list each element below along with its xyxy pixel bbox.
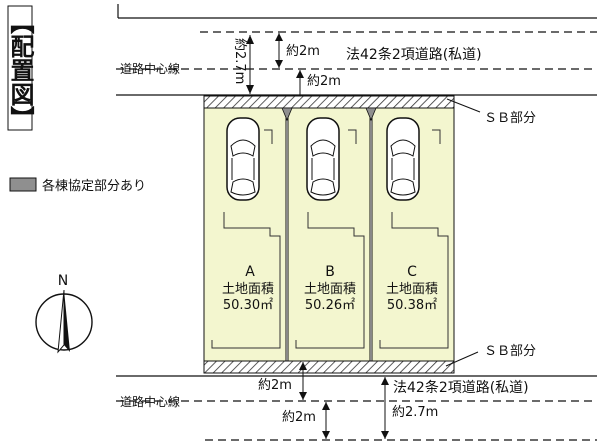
road-top-label: 法42条2項道路(私道): [346, 46, 482, 63]
lot-area: 50.26㎡: [305, 298, 355, 313]
car-icon: [226, 117, 260, 201]
car-icon: [386, 117, 420, 201]
sb-label-bottom: ＳＢ部分: [484, 344, 536, 359]
title: 【配置図】: [6, 10, 34, 130]
legend-label: 各棟協定部分あり: [42, 178, 146, 194]
road-bottom-label: 法42条2項道路(私道): [393, 379, 529, 396]
legend-swatch: [9, 177, 37, 192]
road-top-width-dim: 約2.7m: [232, 38, 247, 84]
lot-a: A 土地面積 50.30㎡: [203, 107, 287, 362]
lot-b: B 土地面積 50.26㎡: [287, 107, 371, 362]
lot-area: 50.30㎡: [223, 298, 273, 313]
road-top-setback-lower-dim: 約2m: [307, 74, 341, 89]
lot-area-label: 土地面積: [222, 282, 274, 297]
legend: 各棟協定部分あり: [9, 177, 146, 194]
site: A 土地面積 50.30㎡ B 土地面積 50.26㎡ C 土地面積 50.38…: [203, 95, 455, 374]
sb-labels: ＳＢ部分 ＳＢ部分: [445, 98, 536, 367]
road-top: 道路中心線 法42条2項道路(私道) 約2.7m 約2m 約2m: [116, 4, 597, 112]
title-block: 【配置図】: [6, 5, 34, 131]
compass: N: [35, 273, 93, 354]
agreement-wedge-ab: [281, 107, 293, 122]
lot-area: 50.38㎡: [387, 298, 437, 313]
road-bottom-setback-upper-dim: 約2m: [258, 378, 292, 393]
lot-area-label: 土地面積: [386, 282, 438, 297]
road-bottom-width-dim: 約2.7m: [392, 405, 438, 420]
setback-strip-top: [203, 95, 455, 109]
road-top-center-line-label: 道路中心線: [120, 61, 180, 76]
lot-area-label: 土地面積: [304, 282, 356, 297]
north-label: N: [58, 273, 68, 289]
agreement-wedge-bc: [365, 107, 377, 122]
setback-strip-bottom: [203, 360, 455, 374]
lot-name: A: [245, 264, 255, 280]
road-bottom-setback-lower-dim: 約2m: [282, 410, 316, 425]
car-icon: [306, 117, 340, 201]
road-top-setback-upper-dim: 約2m: [286, 44, 320, 59]
lot-name: C: [407, 264, 417, 280]
road-bottom: 道路中心線 法42条2項道路(私道) 約2m 約2m 約2.7m: [116, 362, 597, 441]
north-arrow-icon: [64, 290, 70, 352]
sb-label-top: ＳＢ部分: [484, 111, 536, 126]
road-bottom-center-line-label: 道路中心線: [120, 394, 180, 409]
lot-name: B: [325, 264, 335, 280]
